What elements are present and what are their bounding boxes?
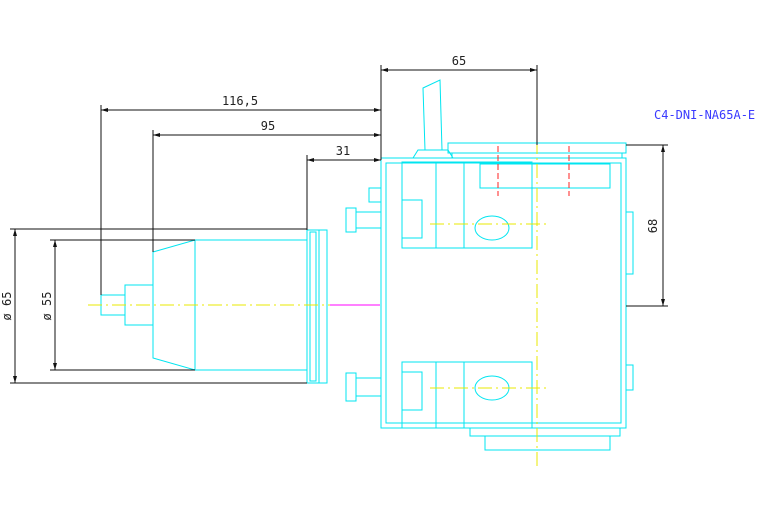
housing-inner [385, 162, 622, 424]
side-lug-top [625, 211, 634, 275]
drawing-area [0, 58, 767, 466]
side-lug-bottom [625, 364, 634, 391]
upper-bolt-hole [474, 215, 510, 241]
dim-width-top: 65 [452, 54, 466, 68]
flange-plate [318, 229, 328, 384]
dim-diameter-inner: ø 55 [40, 292, 54, 321]
part-outline [100, 79, 634, 451]
slot-markers [497, 146, 570, 196]
lower-wedge [435, 361, 465, 429]
part-code-label: C4-DNI-NA65A-E [654, 108, 755, 122]
dim-height-right: 68 [646, 219, 660, 233]
dim-body-length: 95 [261, 119, 275, 133]
dim-overall-length: 116,5 [222, 94, 258, 108]
flange-inner [309, 231, 317, 382]
housing-tab [368, 187, 382, 203]
dimension-arrows [13, 68, 665, 383]
upper-clamp-block [401, 199, 423, 239]
dim-flange-length: 31 [336, 144, 350, 158]
bottom-foot [484, 435, 611, 451]
lever-base [412, 149, 454, 159]
lower-clamp-block [401, 371, 423, 411]
lower-stud-shaft [355, 377, 382, 397]
upper-stud-shaft [355, 211, 382, 229]
upper-wedge [435, 161, 465, 249]
top-slot [479, 163, 611, 189]
dim-diameter-outer: ø 65 [0, 292, 14, 321]
dimension-lines [10, 65, 668, 384]
